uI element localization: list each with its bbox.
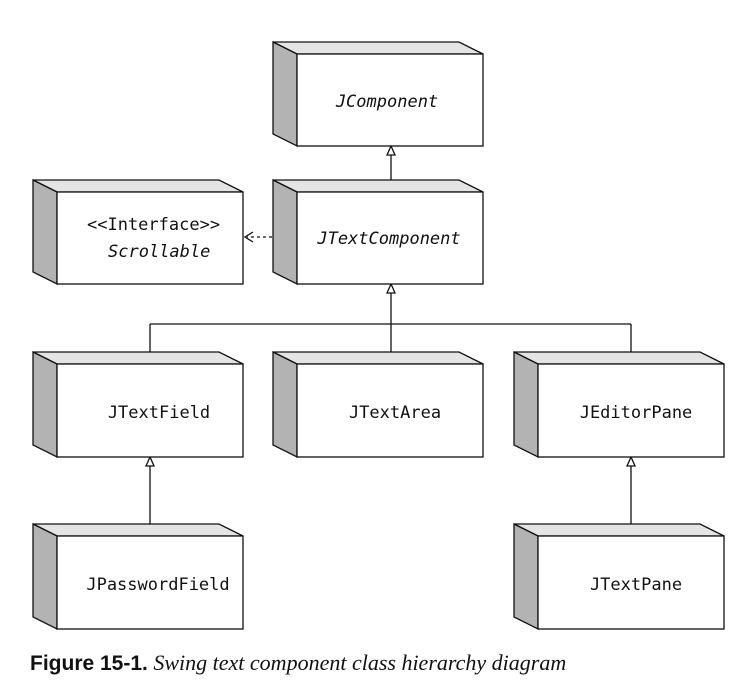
arrowheads	[144, 144, 637, 467]
box-side-face	[513, 522, 539, 631]
connectors	[149, 155, 632, 524]
inheritance-arrowhead-jcomponent	[385, 144, 397, 156]
class-label-scrollable: Scrollable	[108, 242, 210, 262]
box-front-face	[537, 363, 725, 458]
class-box-jeditorpane	[513, 350, 725, 459]
realization-arrowhead-scrollable	[243, 231, 254, 243]
box-top-face	[32, 351, 244, 365]
class-boxes	[32, 40, 725, 631]
figure-caption-label: Figure 15-1.	[30, 652, 148, 675]
box-front-face	[56, 191, 244, 285]
class-hierarchy-diagram: JComponent JTextComponent <<Interface>> …	[32, 40, 725, 631]
box-front-face	[296, 53, 484, 147]
box-top-face	[32, 179, 244, 193]
class-label-jtextcomponent: JTextComponent	[316, 229, 460, 249]
box-front-face	[56, 363, 244, 458]
box-side-face	[513, 350, 539, 459]
box-side-face	[272, 40, 298, 148]
box-front-face	[56, 535, 244, 630]
class-label-jtextfield: JTextField	[108, 403, 210, 423]
class-label-jtextpane: JTextPane	[590, 575, 682, 595]
box-side-face	[272, 178, 298, 286]
box-side-face	[32, 522, 58, 631]
box-top-face	[513, 351, 725, 365]
class-box-scrollable	[32, 178, 244, 286]
inheritance-arrowhead-jtextcomponent	[385, 282, 397, 294]
box-side-face	[32, 178, 58, 286]
class-box-jtextcomponent	[272, 178, 484, 286]
box-side-face	[272, 350, 298, 459]
box-top-face	[272, 41, 484, 55]
inheritance-arrowhead-jeditorpane	[625, 455, 637, 467]
class-label-jtextarea: JTextArea	[349, 403, 441, 423]
box-side-face	[32, 350, 58, 459]
box-top-face	[272, 179, 484, 193]
box-front-face	[296, 191, 484, 285]
class-box-jtextpane	[513, 522, 725, 631]
box-front-face	[296, 363, 484, 458]
class-label-jpasswordfield: JPasswordField	[86, 575, 229, 595]
class-box-jtextfield	[32, 350, 244, 459]
class-label-jeditorpane: JEditorPane	[580, 403, 693, 423]
figure-caption: Figure 15-1. Swing text component class …	[30, 650, 750, 676]
inheritance-arrowhead-jtextfield	[144, 455, 156, 467]
box-top-face	[272, 351, 484, 365]
box-front-face	[537, 535, 725, 630]
class-box-jcomponent	[272, 40, 484, 148]
interface-stereotype-label: <<Interface>>	[87, 215, 220, 235]
class-box-jtextarea	[272, 350, 484, 459]
box-top-face	[32, 523, 244, 537]
figure-caption-text: Swing text component class hierarchy dia…	[153, 650, 567, 675]
class-box-jpasswordfield	[32, 522, 244, 631]
box-top-face	[513, 523, 725, 537]
class-label-jcomponent: JComponent	[335, 92, 438, 112]
